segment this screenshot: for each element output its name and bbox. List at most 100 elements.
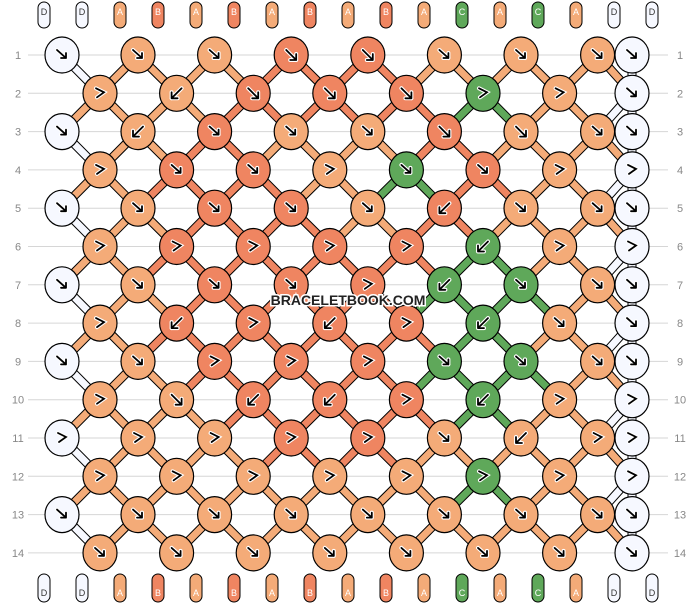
string-label-bottom: B bbox=[383, 588, 389, 598]
string-top-stub bbox=[455, 1, 469, 29]
knot bbox=[350, 419, 386, 457]
knot bbox=[235, 227, 271, 266]
knot-arrow-icon bbox=[626, 125, 637, 136]
knot bbox=[541, 457, 578, 495]
knot bbox=[614, 381, 650, 419]
row-number-right: 9 bbox=[677, 356, 683, 368]
knot bbox=[197, 113, 233, 151]
row-number-right: 13 bbox=[674, 510, 686, 522]
knot-arrow-icon bbox=[591, 278, 603, 289]
knot bbox=[312, 304, 348, 342]
row-number-left: 10 bbox=[12, 395, 24, 407]
knot-arrow-icon bbox=[478, 87, 489, 99]
string-bottom-stub bbox=[493, 573, 507, 603]
knot bbox=[426, 113, 462, 151]
knot bbox=[312, 227, 348, 266]
knot bbox=[579, 113, 616, 151]
knot bbox=[465, 304, 501, 342]
knot bbox=[273, 419, 309, 457]
knot-arrow-icon bbox=[554, 87, 566, 99]
knot-arrow-icon bbox=[170, 547, 182, 557]
knot-arrow-icon bbox=[591, 125, 603, 136]
knot-arrow-icon bbox=[208, 508, 220, 519]
knot-arrow-icon bbox=[626, 278, 637, 289]
knot bbox=[614, 36, 650, 74]
knot-arrow-icon bbox=[286, 355, 297, 367]
knot-arrow-icon bbox=[400, 163, 412, 174]
knot-arrow-icon bbox=[361, 125, 373, 136]
string-label-top: B bbox=[383, 7, 389, 17]
string-bottom-stub bbox=[379, 573, 393, 603]
string-top-stub bbox=[75, 1, 89, 29]
knot bbox=[426, 495, 462, 534]
knot-arrow-icon bbox=[95, 317, 106, 329]
knot bbox=[388, 534, 424, 572]
knot bbox=[350, 189, 386, 227]
knot-arrow-icon bbox=[209, 355, 221, 367]
string-bottom-stub bbox=[645, 573, 659, 603]
string-label-top: D bbox=[611, 7, 618, 17]
knot bbox=[312, 74, 348, 112]
knot-arrow-icon bbox=[438, 355, 450, 366]
knot-arrow-icon bbox=[285, 49, 298, 61]
knot-arrow-icon bbox=[94, 547, 105, 557]
string-top-stub bbox=[493, 1, 507, 29]
knot bbox=[120, 266, 156, 304]
row-number-left: 5 bbox=[15, 203, 21, 215]
string-bottom-stub bbox=[531, 573, 545, 603]
row-number-right: 4 bbox=[677, 165, 683, 177]
string-top-stub bbox=[265, 1, 279, 29]
knot bbox=[541, 534, 578, 572]
knot bbox=[541, 304, 578, 342]
knot-arrow-icon bbox=[208, 278, 220, 289]
knot-arrow-icon bbox=[170, 317, 183, 330]
knot bbox=[614, 342, 650, 380]
row-number-right: 8 bbox=[677, 318, 683, 330]
row-number-right: 10 bbox=[674, 395, 686, 407]
string-label-bottom: D bbox=[649, 588, 656, 598]
knot-arrow-icon bbox=[285, 125, 297, 136]
knot-arrow-icon bbox=[591, 49, 603, 59]
knot bbox=[465, 74, 501, 112]
knot bbox=[44, 495, 80, 534]
knot-arrow-icon bbox=[626, 508, 637, 519]
knot bbox=[465, 151, 501, 189]
knot bbox=[541, 74, 578, 112]
knot-arrow-icon bbox=[400, 87, 413, 100]
knot-arrow-icon bbox=[626, 547, 637, 557]
knot bbox=[44, 342, 80, 380]
string-top-stub bbox=[151, 1, 165, 29]
string-label-top: B bbox=[155, 7, 161, 17]
string-label-bottom: A bbox=[573, 588, 579, 598]
string-label-top: D bbox=[41, 7, 48, 17]
knot bbox=[388, 381, 424, 419]
knot bbox=[614, 419, 650, 457]
row-number-left: 14 bbox=[12, 548, 24, 560]
string-label-top: A bbox=[193, 7, 199, 17]
knot bbox=[503, 495, 539, 534]
string-label-bottom: D bbox=[611, 588, 618, 598]
string-label-bottom: A bbox=[497, 588, 503, 598]
knot-arrow-icon bbox=[515, 508, 526, 519]
knot bbox=[312, 457, 348, 495]
knot-arrow-icon bbox=[626, 317, 637, 328]
string-top-stub bbox=[341, 1, 355, 29]
knot bbox=[579, 342, 616, 380]
knot-arrow-icon bbox=[362, 278, 374, 290]
knot-arrow-icon bbox=[515, 278, 526, 289]
knot-arrow-icon bbox=[626, 49, 637, 59]
string-label-bottom: A bbox=[269, 588, 275, 598]
knot bbox=[503, 189, 539, 227]
knot bbox=[614, 113, 650, 151]
string-label-top: A bbox=[117, 7, 123, 17]
row-number-left: 7 bbox=[15, 280, 21, 292]
row-number-right: 7 bbox=[677, 280, 683, 292]
row-number-left: 13 bbox=[12, 510, 24, 522]
knot-arrow-icon bbox=[95, 240, 106, 252]
string-label-top: B bbox=[307, 7, 313, 17]
knot-arrow-icon bbox=[247, 163, 259, 174]
knot bbox=[159, 74, 195, 112]
knot-arrow-icon bbox=[438, 278, 451, 291]
knot-arrow-icon bbox=[361, 202, 373, 213]
